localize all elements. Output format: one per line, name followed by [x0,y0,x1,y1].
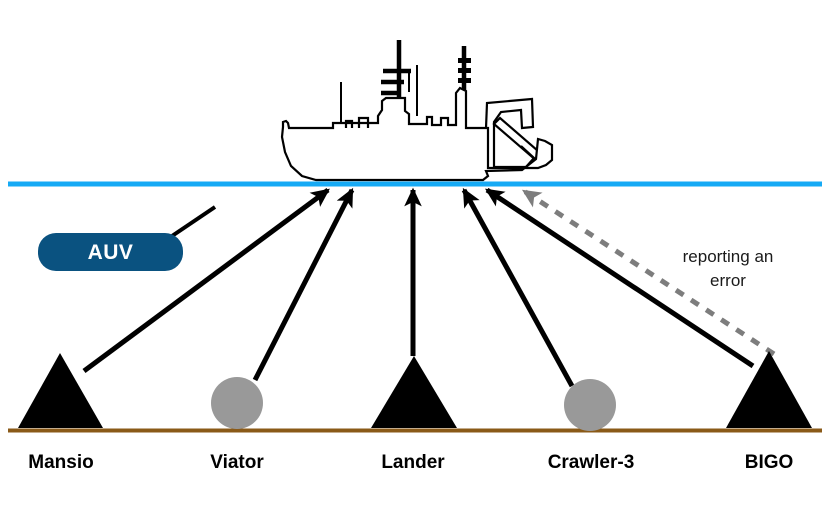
error-annotation-line2: error [710,271,746,290]
node-mansio[interactable]: Mansio [18,353,103,473]
node-crawler-3-shape[interactable] [564,379,616,431]
node-mansio-shape[interactable] [18,353,103,428]
ship-radar-block-3 [458,78,471,83]
node-lander[interactable]: Lander [371,356,457,473]
ship-radar-block-2 [458,68,471,73]
auv-leader-line [170,205,217,238]
communication-links [82,187,776,388]
link-mansio-to-vessel [82,187,330,374]
auv-badge-background[interactable] [38,233,183,271]
node-viator-label: Viator [210,452,264,473]
node-crawler-3-label: Crawler-3 [548,452,635,473]
ship-radar-block-1 [458,58,471,63]
node-crawler-3[interactable]: Crawler-3 [548,379,635,473]
link-bigo-error-report [521,188,776,357]
error-annotation-line1: reporting an [683,247,774,266]
link-bigo-to-vessel [484,187,755,369]
ship-bridge-step [344,119,354,128]
node-bigo[interactable]: BIGO [726,351,812,473]
link-crawler3-to-vessel [461,187,575,388]
node-viator[interactable]: Viator [210,377,264,473]
node-lander-shape[interactable] [371,356,457,428]
node-bigo-shape[interactable] [726,351,812,428]
auv-callout[interactable]: AUV [38,205,217,271]
node-viator-shape[interactable] [211,377,263,429]
research-vessel [280,40,554,182]
error-annotation: reporting an error [683,247,774,290]
link-viator-to-vessel [252,187,355,382]
seafloor-nodes: Mansio Viator Lander Crawler-3 BIGO [18,351,812,473]
ship-crane-frame [484,97,536,169]
node-lander-label: Lander [381,452,445,473]
node-mansio-label: Mansio [28,452,93,473]
auv-badge-label: AUV [88,241,134,264]
ship-hull-outline [280,86,554,182]
node-bigo-label: BIGO [745,452,794,473]
ship-deckhouse-detail [357,116,370,128]
